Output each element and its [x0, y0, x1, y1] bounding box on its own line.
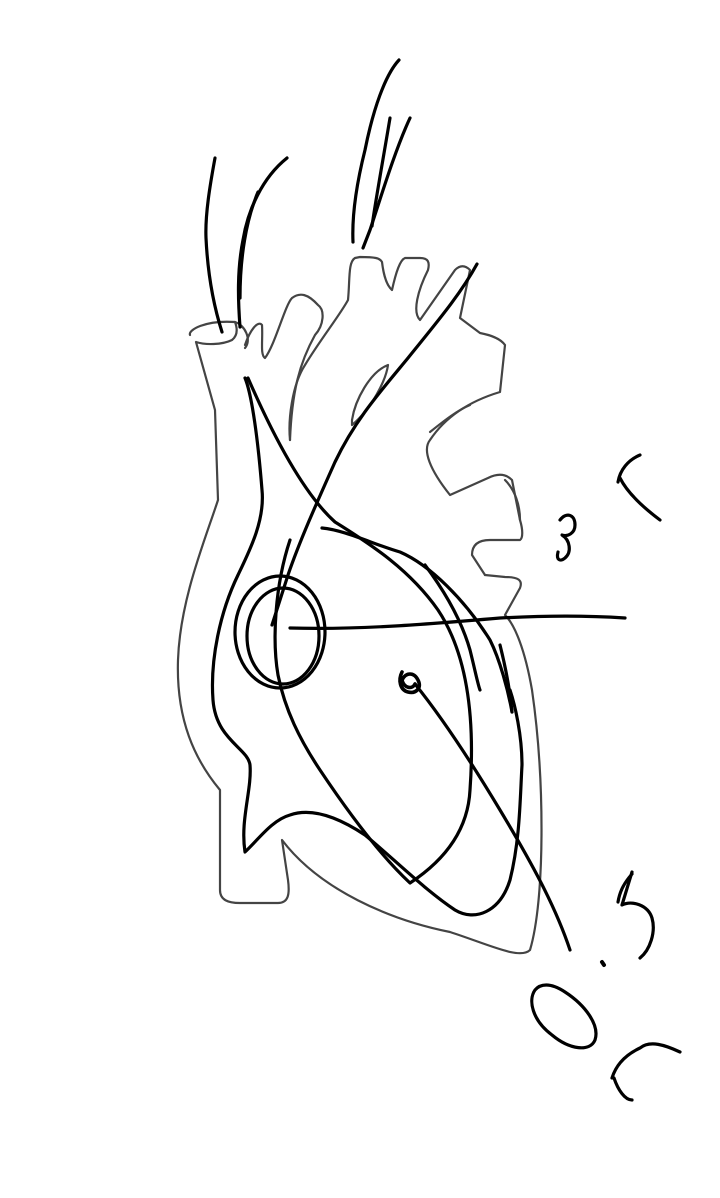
vessel-strokes-top	[351, 58, 412, 250]
heart-outline	[176, 255, 543, 955]
inner-ventricle-curves	[210, 376, 524, 917]
ink-strokes	[204, 58, 627, 952]
label-0-5r	[530, 870, 682, 1102]
long-diagonal-stroke	[270, 262, 479, 627]
diagonal-radius-line	[413, 682, 572, 952]
label-3r	[555, 453, 662, 562]
center-dot	[398, 670, 422, 695]
circle-marker	[233, 574, 327, 690]
vessel-strokes-left	[204, 156, 289, 334]
radius-line	[288, 614, 627, 630]
